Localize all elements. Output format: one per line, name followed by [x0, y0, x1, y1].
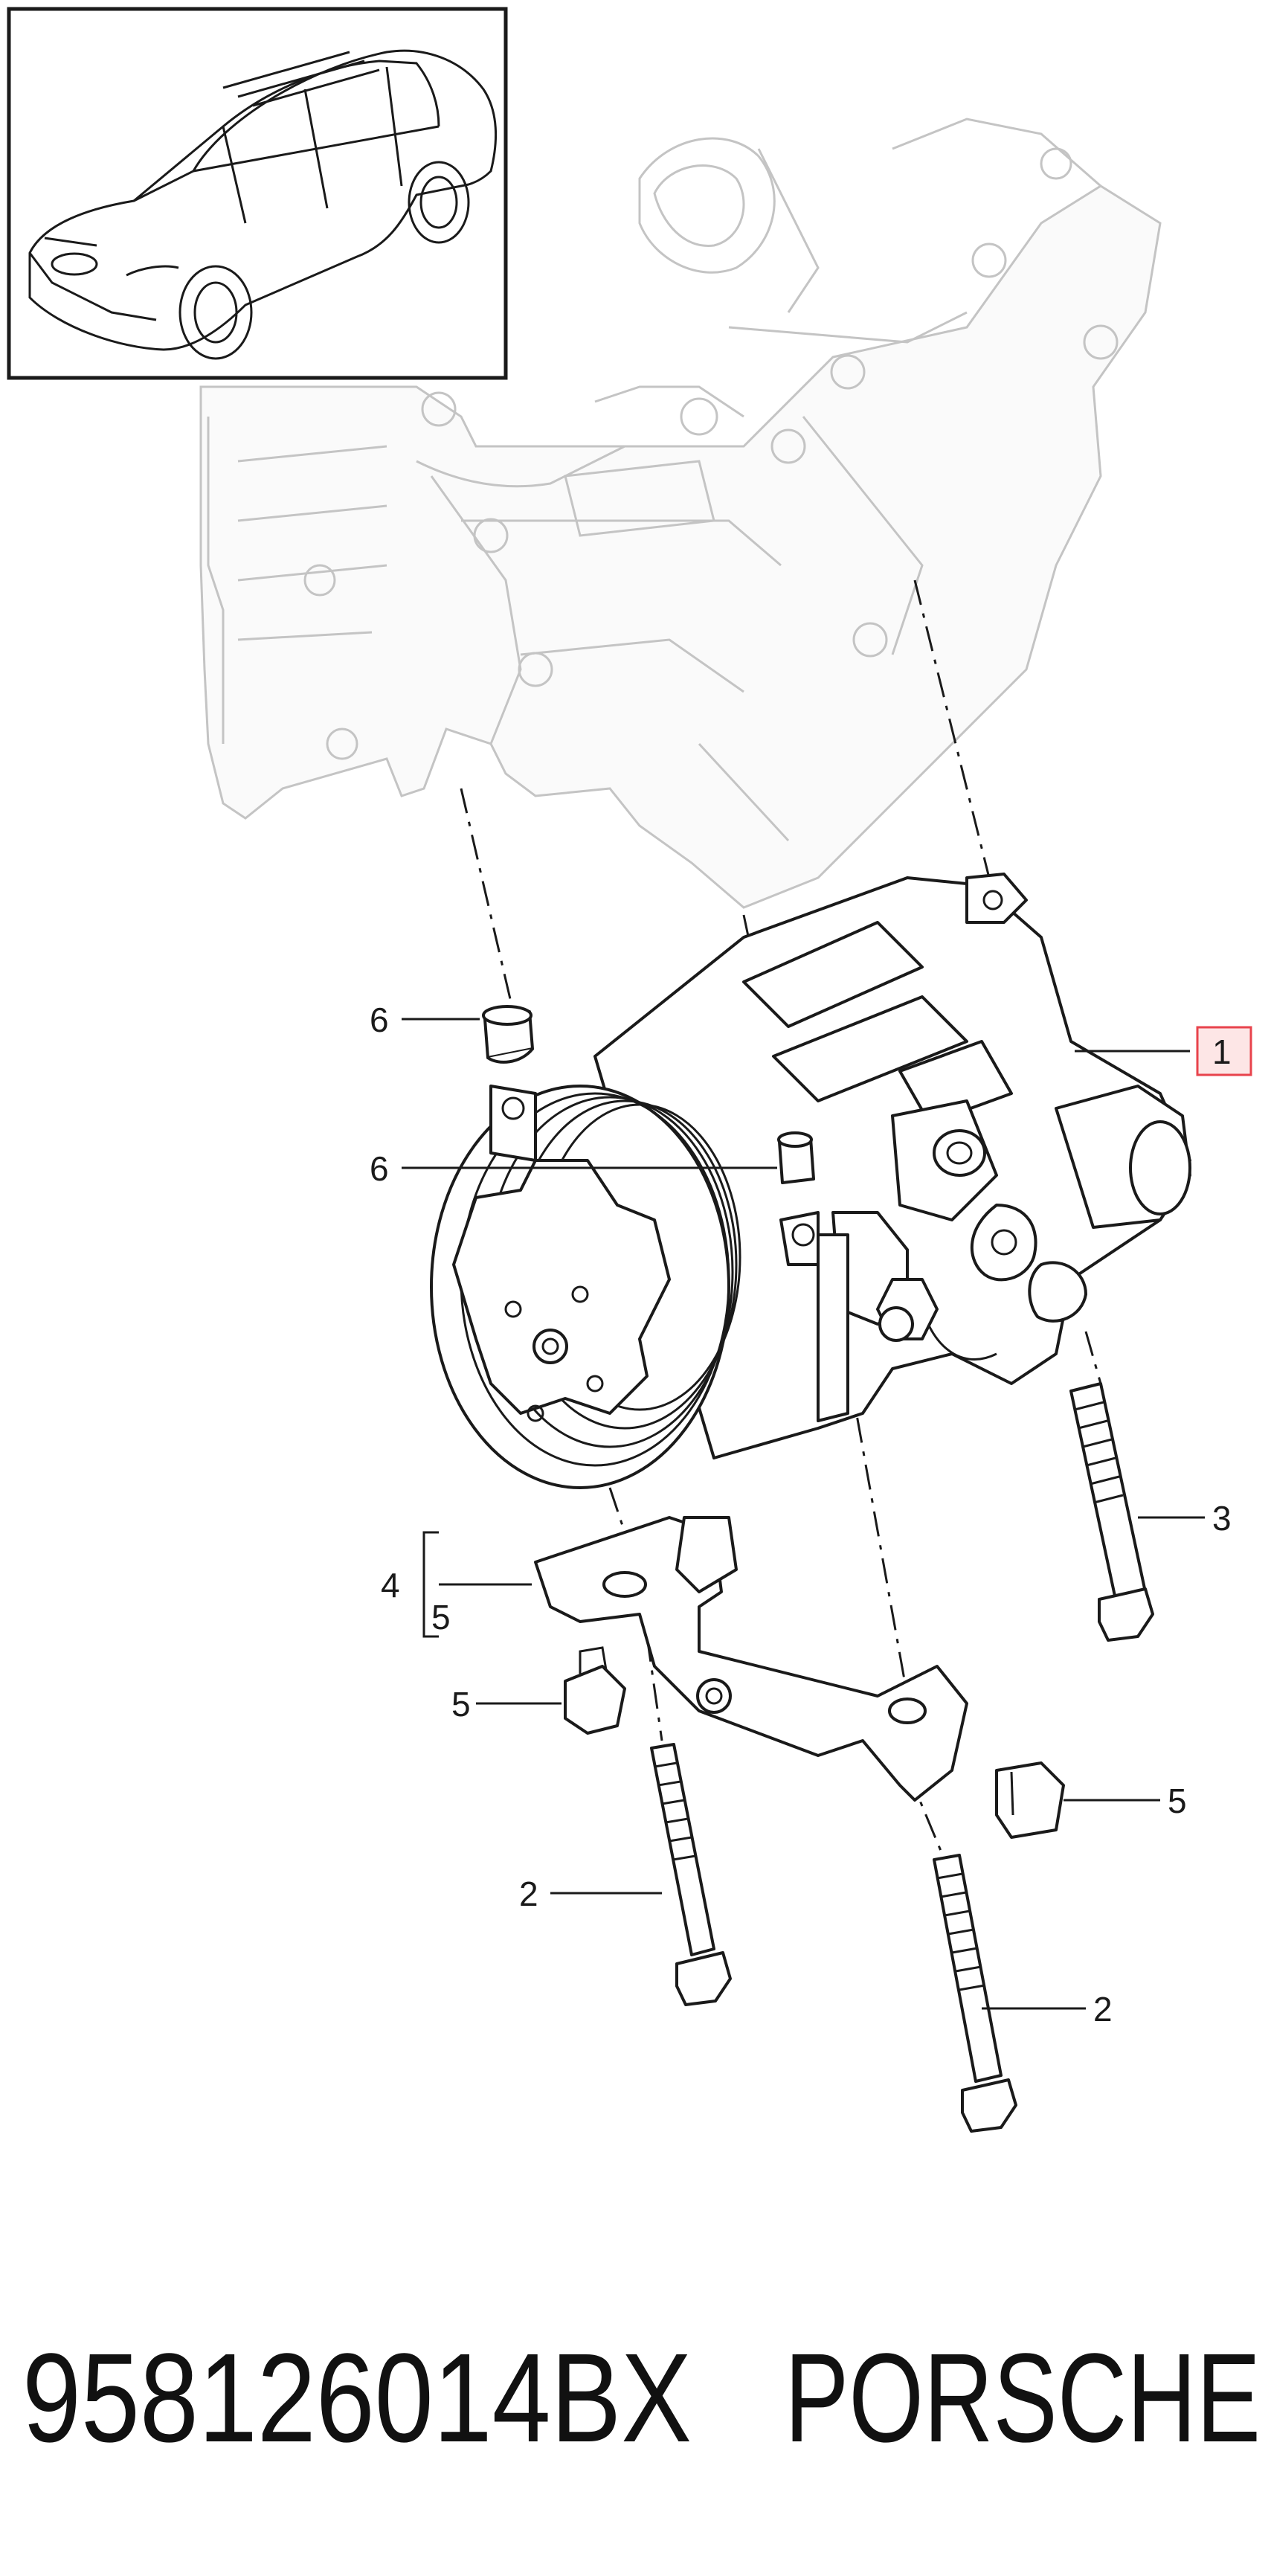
callout-2-left[interactable]: 2 — [519, 1875, 538, 1913]
callout-5-left[interactable]: 5 — [451, 1685, 471, 1724]
clip-left — [564, 1646, 626, 1735]
bolt-2-left — [650, 1743, 732, 2006]
callout-3[interactable]: 3 — [1212, 1499, 1232, 1538]
callout-4[interactable]: 4 — [381, 1566, 400, 1605]
mounting-bracket — [534, 1516, 968, 1802]
sleeve-mid — [777, 1131, 815, 1184]
bolt-3 — [1069, 1382, 1154, 1642]
callout-leaders — [402, 1018, 1205, 2010]
callout-1-label: 1 — [1212, 1032, 1232, 1071]
bolt-2-right — [933, 1854, 1017, 2133]
callout-6-mid[interactable]: 6 — [370, 1149, 389, 1188]
ac-compressor — [430, 873, 1191, 1489]
part-number: 958126014BX — [22, 2328, 692, 2469]
callout-6-top[interactable]: 6 — [370, 1000, 389, 1039]
suv-line-drawing-icon — [28, 49, 497, 360]
engine-bracket-context — [199, 118, 1162, 909]
callout-2-right[interactable]: 2 — [1093, 1990, 1113, 2029]
sleeve-top — [482, 1005, 534, 1064]
brand-name: PORSCHE — [785, 2328, 1261, 2469]
callout-5-right[interactable]: 5 — [1168, 1782, 1187, 1820]
callout-5-bracket[interactable]: 5 — [431, 1598, 451, 1637]
callout-1[interactable]: 1 — [1196, 1026, 1252, 1076]
vehicle-thumbnail — [7, 7, 508, 380]
clip-right — [995, 1761, 1065, 1839]
